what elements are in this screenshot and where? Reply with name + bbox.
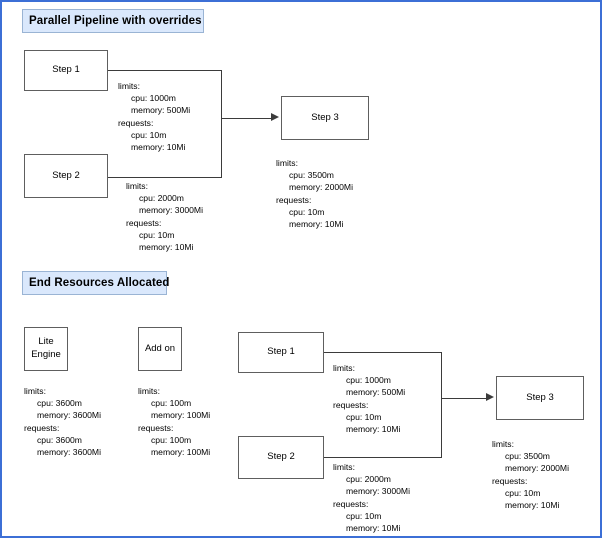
limits-label: limits: [126,181,148,191]
requests-label: requests: [24,422,60,433]
connector-bottom-junction-vertical [441,352,442,458]
node-label: Step 1 [52,64,80,76]
requests-label: requests: [333,399,369,410]
resources-top-step-2: limits: cpu: 2000m memory: 3000Mi reques… [126,180,203,253]
requests-memory: memory: 10Mi [346,424,401,435]
limits-cpu: cpu: 1000m [346,375,391,386]
node-label: Step 1 [267,346,295,358]
limits-label: limits: [492,439,514,449]
limits-cpu: cpu: 2000m [139,193,184,204]
limits-cpu: cpu: 1000m [131,93,176,104]
connector-top-step2-horizontal [108,177,222,178]
node-label: Add on [144,342,176,354]
connector-bottom-step2-horizontal [324,457,442,458]
connector-top-to-step3-horizontal [221,118,272,119]
limits-memory: memory: 500Mi [346,387,406,398]
requests-cpu: cpu: 10m [346,411,382,422]
node-label: Step 3 [526,391,554,403]
limits-memory: memory: 100Mi [151,410,211,421]
node-top-step-3[interactable]: Step 3 [281,96,369,140]
node-label: Step 3 [311,111,339,123]
requests-cpu: cpu: 10m [131,129,167,140]
resources-bottom-step-3: limits: cpu: 3500m memory: 2000Mi reques… [492,438,569,511]
requests-memory: memory: 10Mi [346,523,401,534]
arrow-head-icon-bottom-step3 [486,393,494,401]
node-add-on[interactable]: Add on [138,327,182,371]
node-bottom-step-2[interactable]: Step 2 [238,436,324,479]
requests-memory: memory: 10Mi [505,500,560,511]
limits-label: limits: [118,81,140,91]
node-top-step-2[interactable]: Step 2 [24,154,108,198]
node-bottom-step-1[interactable]: Step 1 [238,332,324,373]
section-title-end-resources: End Resources Allocated [22,271,169,295]
requests-memory: memory: 10Mi [289,219,344,230]
connector-bottom-step1-horizontal [324,352,442,353]
limits-memory: memory: 2000Mi [505,463,569,474]
node-lite-engine[interactable]: Lite Engine [24,327,68,371]
limits-memory: memory: 3000Mi [139,205,203,216]
limits-label: limits: [24,386,46,396]
requests-memory: memory: 100Mi [151,447,211,458]
limits-label: limits: [138,386,160,396]
connector-top-step1-horizontal [108,70,222,71]
limits-cpu: cpu: 3500m [505,451,550,462]
resources-top-step-3: limits: cpu: 3500m memory: 2000Mi reques… [276,157,353,230]
requests-cpu: cpu: 10m [505,487,541,498]
requests-memory: memory: 3600Mi [37,447,101,458]
limits-cpu: cpu: 3500m [289,170,334,181]
requests-label: requests: [138,422,174,433]
node-bottom-step-3[interactable]: Step 3 [496,376,584,420]
requests-cpu: cpu: 100m [151,434,192,445]
requests-label: requests: [333,498,369,509]
node-label: Step 2 [52,169,80,181]
limits-label: limits: [333,462,355,472]
requests-memory: memory: 10Mi [139,242,194,253]
limits-cpu: cpu: 100m [151,398,192,409]
requests-label: requests: [118,117,154,128]
connector-top-junction-vertical [221,70,222,178]
resources-lite-engine: limits: cpu: 3600m memory: 3600Mi reques… [24,385,101,458]
requests-cpu: cpu: 10m [346,510,382,521]
requests-label: requests: [276,194,312,205]
limits-label: limits: [276,158,298,168]
limits-memory: memory: 3000Mi [346,486,410,497]
resources-bottom-step-1: limits: cpu: 1000m memory: 500Mi request… [333,362,405,435]
limits-cpu: cpu: 3600m [37,398,82,409]
limits-memory: memory: 500Mi [131,105,191,116]
resources-add-on: limits: cpu: 100m memory: 100Mi requests… [138,385,210,458]
limits-cpu: cpu: 2000m [346,474,391,485]
node-label: Step 2 [267,451,295,463]
requests-cpu: cpu: 3600m [37,434,82,445]
arrow-head-icon-top-step3 [271,113,279,121]
node-top-step-1[interactable]: Step 1 [24,50,108,91]
limits-memory: memory: 2000Mi [289,182,353,193]
node-label-line-2: Engine [31,349,61,360]
requests-cpu: cpu: 10m [139,229,175,240]
node-label-line-1: Lite [38,336,54,348]
requests-label: requests: [492,475,528,486]
requests-label: requests: [126,217,162,228]
limits-label: limits: [333,363,355,373]
requests-memory: memory: 10Mi [131,142,186,153]
resources-bottom-step-2: limits: cpu: 2000m memory: 3000Mi reques… [333,461,410,534]
limits-memory: memory: 3600Mi [37,410,101,421]
connector-bottom-to-step3-horizontal [441,398,487,399]
requests-cpu: cpu: 10m [289,206,325,217]
resources-top-step-1: limits: cpu: 1000m memory: 500Mi request… [118,80,190,153]
section-title-parallel-pipeline: Parallel Pipeline with overrides [22,9,204,33]
